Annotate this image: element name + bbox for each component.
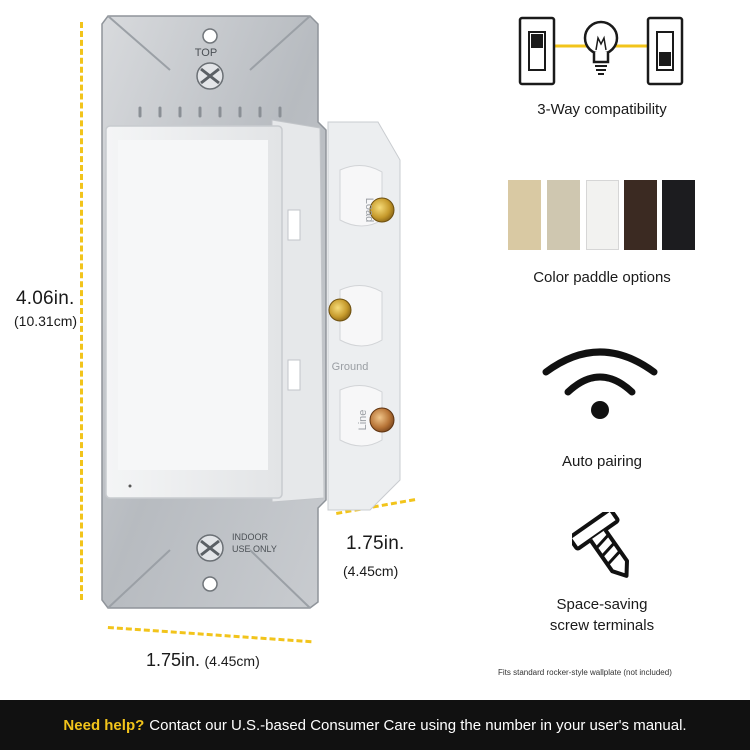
footer-bar: Need help? Contact our U.S.-based Consum… [0, 700, 750, 750]
width-dimension-label: 1.75in. (4.45cm) [146, 650, 260, 671]
three-way-icon [518, 16, 684, 86]
width-inches: 1.75in. [146, 650, 201, 670]
indoor-label: INDOOR [232, 532, 269, 542]
height-cm: (10.31cm) [14, 313, 78, 329]
use-only-label: USE ONLY [232, 544, 277, 554]
swatch-almond [508, 180, 541, 250]
screw-icon [572, 512, 629, 578]
depth-cm: (4.45cm) [343, 563, 399, 579]
swatch-light-almond [547, 180, 580, 250]
switch-device-illustration: TOP INDOOR USE ONLY Load Ground Line [101, 15, 401, 609]
footer-help-text: Contact our U.S.-based Consumer Care usi… [149, 716, 687, 734]
feature-screw-label-line1: Space-saving [556, 596, 648, 613]
feature-pairing-label: Auto pairing [561, 453, 643, 470]
terminal-load-label: Load [363, 198, 375, 222]
wireless-icon [542, 348, 658, 419]
swatch-brown [624, 180, 657, 250]
swatch-white [586, 180, 619, 250]
footer-help-highlight: Need help? [63, 716, 145, 734]
swatch-black [662, 180, 695, 250]
wallplate-note: Fits standard rocker-style wallplate (no… [498, 668, 672, 677]
height-inches: 4.06in. [16, 288, 75, 309]
feature-three-way-label: 3-Way compatibility [537, 101, 667, 118]
feature-color-label: Color paddle options [533, 269, 671, 286]
width-cm: (4.45cm) [204, 653, 260, 669]
terminal-ground-label: Ground [332, 361, 369, 373]
height-dimension-line [80, 22, 83, 600]
top-label: TOP [195, 47, 217, 59]
terminal-line-label: Line [357, 410, 369, 431]
depth-inches: 1.75in. [346, 533, 405, 554]
feature-screw-label-line2: screw terminals [549, 617, 655, 634]
width-dimension-line [107, 626, 312, 644]
